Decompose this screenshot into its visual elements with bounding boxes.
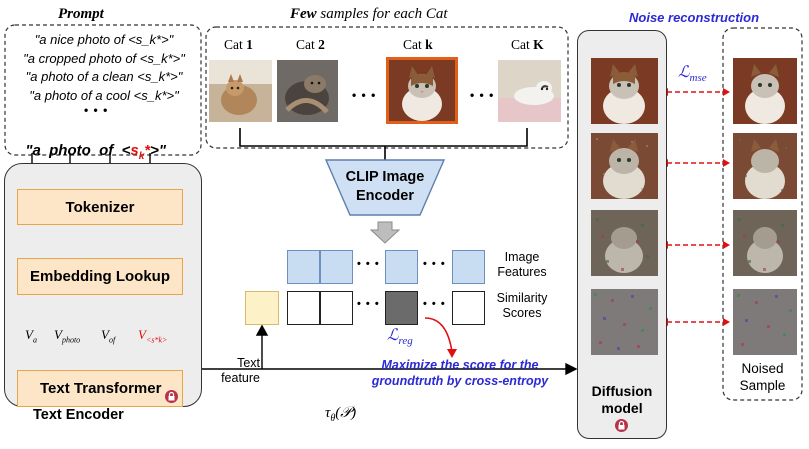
- denoised-image-1: [591, 58, 658, 124]
- objective-line2: groundtruth by cross-entropy: [371, 374, 549, 388]
- prompt-final-prefix: "a photo of <: [25, 142, 131, 159]
- noised-image-2: [733, 133, 797, 199]
- samples-title-rest: samples for each Cat: [316, 6, 448, 22]
- loss-reg-label: ℒreg: [387, 327, 413, 348]
- vector-sk: V<s*k>: [138, 327, 168, 345]
- vector-photo: Vphoto: [54, 327, 81, 345]
- denoised-image-3: [591, 210, 658, 276]
- samples-title-emph: Few: [290, 6, 317, 22]
- text-transformer-box: Text Transformer: [17, 370, 183, 407]
- similarity-dots: • • •: [423, 298, 446, 310]
- prompt-line: "a nice photo of <s_k*>": [34, 32, 174, 47]
- samples-dots-1: • • •: [352, 88, 377, 102]
- clip-encoder-label: CLIP Image Encoder: [326, 168, 444, 206]
- similarity-dots: • • •: [357, 298, 380, 310]
- diffusion-label-line2: model: [601, 400, 643, 416]
- image-feature-cell: [287, 250, 320, 284]
- prompt-ellipsis: • • •: [84, 103, 109, 117]
- noised-sample-label: Noised Sample: [723, 360, 802, 394]
- loss-mse-label: ℒmse: [678, 64, 707, 85]
- prompt-line: "a cropped photo of <s_k*>": [23, 50, 185, 66]
- token-sub: k: [138, 151, 145, 162]
- objective-line1: Maximize the score for the: [381, 358, 539, 372]
- image-feature-cell-k: [385, 250, 418, 284]
- cat-photo-k: [386, 57, 458, 124]
- tau-label: τθ(𝒫): [325, 405, 357, 424]
- prompt-line: "a photo of a clean <s_k*>": [25, 69, 183, 84]
- image-feature-cell: [320, 250, 353, 284]
- samples-title: Few samples for each Cat: [290, 6, 448, 23]
- denoised-image-2: [591, 133, 658, 199]
- samples-dots-2: • • •: [470, 88, 495, 102]
- diffusion-label-line1: Diffusion: [591, 383, 653, 399]
- cat-label-K: Cat K: [511, 37, 544, 52]
- feature-dots: • • •: [423, 258, 446, 270]
- token-s: s: [130, 142, 139, 159]
- cat-photo-K: [498, 60, 561, 122]
- tokenizer-box: Tokenizer: [17, 189, 183, 225]
- prompt-lines: "a nice photo of <s_k*>" "a cropped phot…: [10, 31, 198, 105]
- cat-photo-1: [209, 60, 272, 122]
- noise-reconstruction-title: Noise reconstruction: [629, 10, 760, 25]
- noised-label-line2: Sample: [739, 378, 786, 393]
- similarity-cell-k: [385, 291, 418, 325]
- noised-image-4: [733, 289, 797, 355]
- cat-label-k: Cat k: [403, 37, 433, 52]
- image-feature-cell: [452, 250, 485, 284]
- similarity-cell: [452, 291, 485, 325]
- text-encoder-caption: Text Encoder: [33, 407, 124, 423]
- diffusion-model-label: Diffusion model: [577, 383, 667, 417]
- cat-label-2: Cat 2: [296, 37, 325, 52]
- token-star: *: [144, 142, 151, 159]
- feature-dots: • • •: [357, 258, 380, 270]
- clip-label-line1: CLIP Image: [345, 169, 425, 185]
- prompt-line: "a photo of a cool <s_k*>": [29, 87, 179, 103]
- denoised-image-4: [591, 289, 658, 355]
- prompt-final-token: sk*: [130, 142, 151, 162]
- lock-icon: [165, 390, 178, 403]
- noised-label-line1: Noised: [741, 361, 784, 376]
- similarity-cell: [287, 291, 320, 325]
- noised-image-3: [733, 210, 797, 276]
- prompt-title: Prompt: [58, 6, 104, 22]
- objective-text: Maximize the score for the groundtruth b…: [360, 357, 560, 389]
- text-feature-cell: [245, 291, 279, 325]
- embedding-lookup-box: Embedding Lookup: [17, 258, 183, 295]
- vector-a: Va: [25, 327, 37, 345]
- noised-image-1: [733, 58, 797, 124]
- vector-row: Va Vphoto Vof V<s*k>: [0, 327, 200, 349]
- similarity-cell: [320, 291, 353, 325]
- prompt-final: "a photo of <sk*>": [17, 125, 166, 162]
- lock-icon: [615, 419, 628, 432]
- vector-of: Vof: [101, 327, 116, 345]
- clip-label-line2: Encoder: [355, 188, 414, 204]
- cat-label-1: Cat 1: [224, 37, 253, 52]
- prompt-final-suffix: >": [150, 142, 166, 159]
- cat-photo-2: [277, 60, 338, 122]
